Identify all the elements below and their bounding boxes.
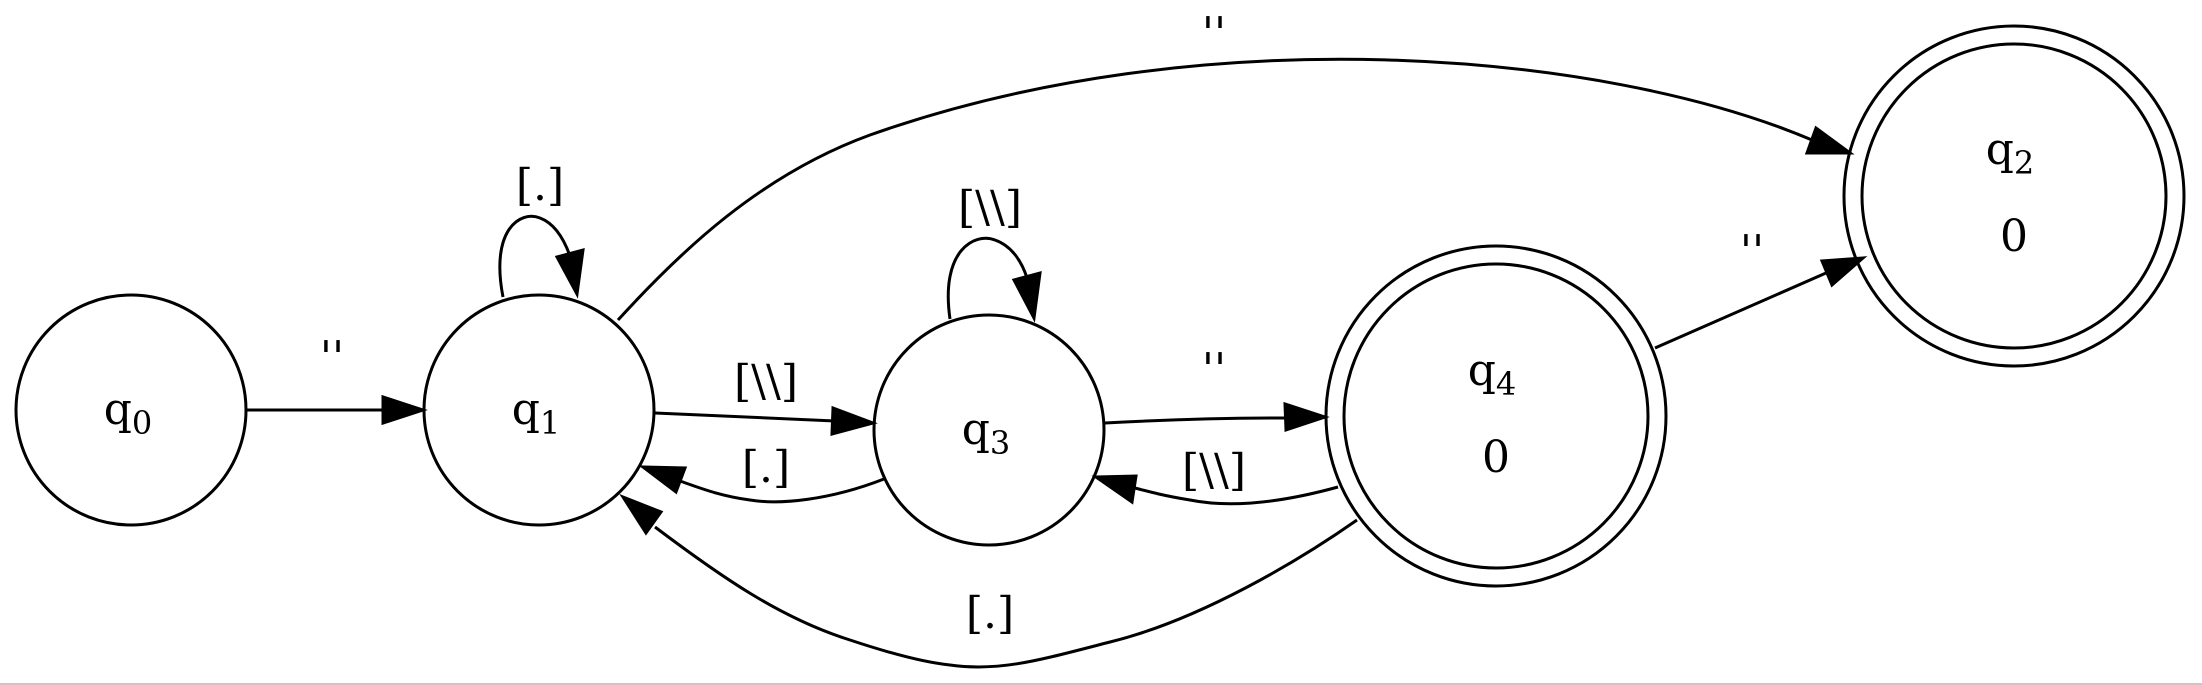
state-q2-outer-circle — [1842, 24, 2186, 368]
edge-q4-q1: [.] — [619, 493, 1358, 669]
state-q4-inner-circle — [1342, 262, 1650, 570]
edge-q4-q1-arrowhead — [619, 493, 664, 536]
edge-q0-q1-label: '' — [320, 332, 344, 383]
edge-q1-q3-arrowhead — [830, 405, 878, 436]
state-q3: q3 — [872, 313, 1106, 547]
edge-q3-q1-arrowhead — [638, 465, 688, 495]
state-q0-label: q0 — [104, 384, 153, 442]
state-q4-outer-circle — [1324, 244, 1668, 588]
edge-q1-q1: [.] — [498, 160, 585, 299]
edge-q4-q2-label: '' — [1740, 226, 1764, 277]
state-q4-label: q4 — [1468, 345, 1517, 403]
edge-q1-q1-arrowhead — [554, 247, 585, 299]
state-q4: q4 0 — [1324, 244, 1668, 588]
edge-q1-q2-arrowhead — [1804, 125, 1855, 155]
edge-q4-q1-label: [.] — [966, 588, 1014, 639]
state-q2-inner-circle — [1860, 42, 2168, 350]
edge-q1-q1-label: [.] — [516, 160, 564, 211]
state-q1-label: q1 — [512, 384, 561, 442]
edge-q1-q1-line — [498, 214, 572, 298]
edge-q3-q1: [.] — [638, 442, 885, 504]
state-q4-output: 0 — [1482, 432, 1510, 483]
state-q2-label: q2 — [1986, 124, 2035, 182]
edge-q1-q2: '' — [616, 8, 1855, 322]
state-q2: q2 0 — [1842, 24, 2186, 368]
edge-q3-q4-line — [1104, 416, 1287, 425]
edge-q3-q4: '' — [1104, 344, 1330, 433]
edge-q3-q3: [\\] — [946, 182, 1042, 323]
state-q0: q0 — [14, 293, 248, 527]
edge-q4-q3-arrowhead — [1091, 474, 1138, 505]
state-q3-circle — [872, 313, 1106, 547]
edge-q4-q2-line — [1654, 271, 1827, 350]
edge-q1-q2-label: '' — [1202, 8, 1226, 59]
edge-q3-q1-label: [.] — [742, 442, 790, 493]
edge-q1-q3-label: [\\] — [734, 356, 798, 407]
edge-q3-q3-arrowhead — [1011, 270, 1042, 323]
edge-q3-q1-line — [679, 477, 885, 504]
edge-q4-q3-label: [\\] — [1182, 445, 1246, 496]
bottom-divider — [0, 683, 2202, 685]
edge-q3-q4-arrowhead — [1283, 401, 1330, 433]
state-q1: q1 — [422, 293, 656, 527]
state-q3-label: q3 — [962, 404, 1011, 462]
edge-q1-q3: [\\] — [654, 356, 878, 436]
edge-q4-q3: [\\] — [1091, 445, 1339, 506]
edge-q0-q1: '' — [246, 332, 428, 426]
edge-q4-q1-line — [654, 518, 1358, 669]
edge-q1-q3-line — [654, 411, 836, 423]
edge-q3-q4-label: '' — [1202, 344, 1226, 395]
edge-q3-q3-line — [946, 236, 1029, 320]
state-q2-output: 0 — [2000, 211, 2028, 262]
edge-q1-q2-line — [616, 57, 1813, 322]
edge-q4-q2-arrowhead — [1819, 256, 1868, 288]
edge-q4-q2: '' — [1654, 226, 1868, 350]
edge-q0-q1-arrowhead — [381, 394, 428, 426]
edge-q4-q3-line — [1134, 485, 1339, 506]
edge-q3-q3-label: [\\] — [958, 182, 1022, 233]
